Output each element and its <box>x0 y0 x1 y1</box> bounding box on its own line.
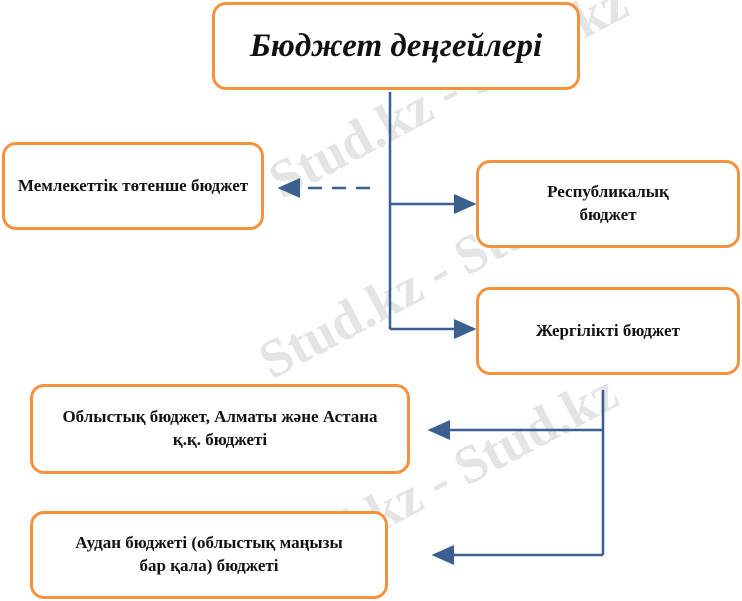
emergency-budget-node: Мемлекеттік төтенше бюджет <box>2 142 264 230</box>
regional-budget-node: Облыстық бюджет, Алматы және Астана қ.қ.… <box>30 384 410 474</box>
republican-budget-node: Республикалық бюджет <box>476 160 740 248</box>
budget-levels-title: Бюджет деңгейлері <box>212 2 580 90</box>
local-budget-node: Жергілікті бюджет <box>476 287 740 375</box>
district-budget-node: Аудан бюджеті (облыстық маңызы бар қала)… <box>30 511 388 599</box>
